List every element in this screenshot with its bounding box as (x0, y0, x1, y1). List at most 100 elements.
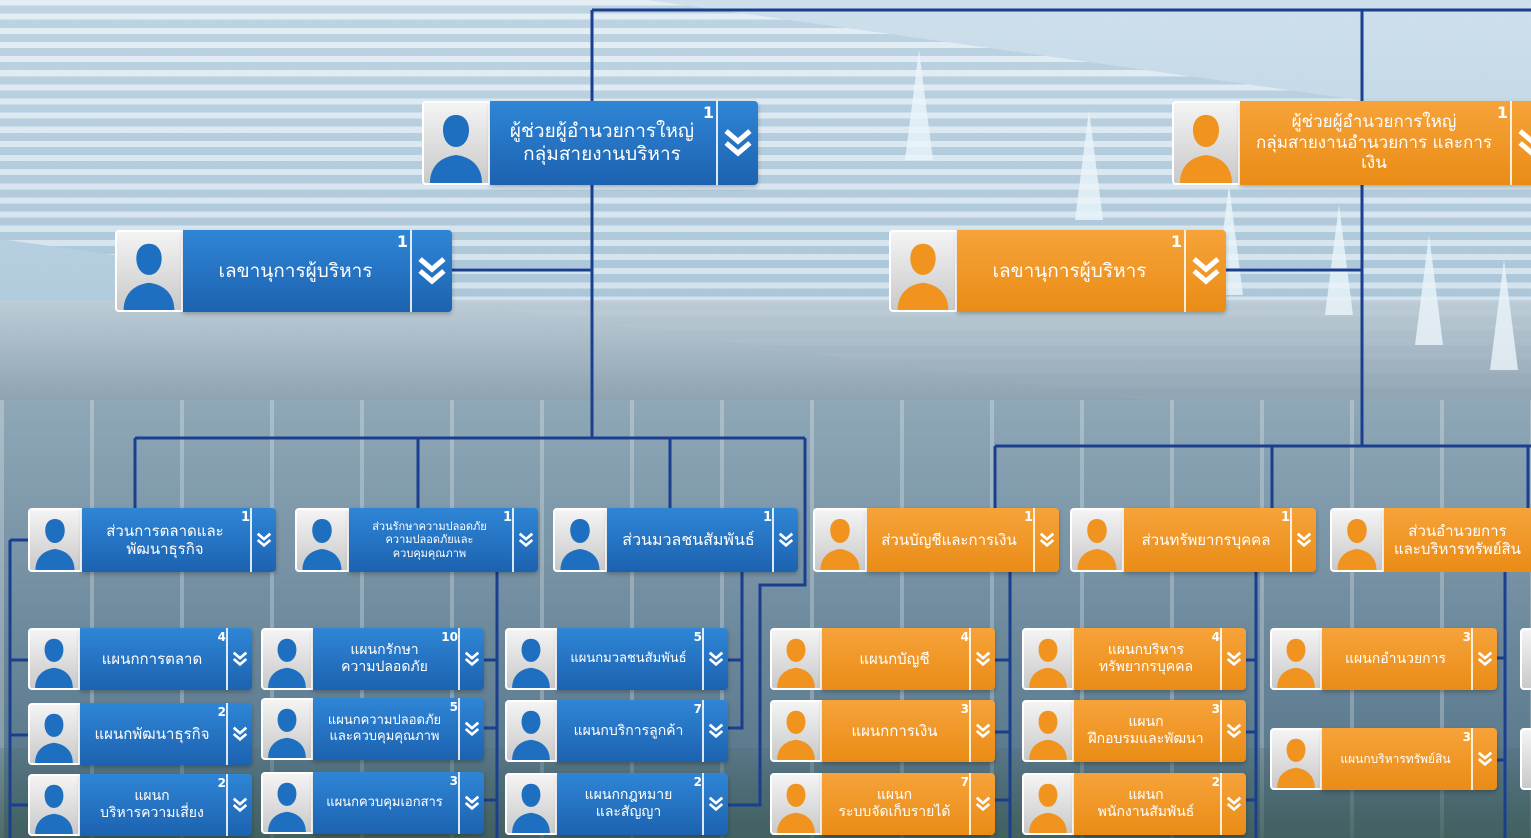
card-dept-document-control[interactable]: แผนกควบคุมเอกสาร 3 (261, 772, 484, 834)
person-avatar-icon (1022, 628, 1074, 690)
card-partial-right-1 (1520, 628, 1531, 690)
card-assistant-director-admin[interactable]: ผู้ช่วยผู้อำนวยการใหญ่กลุ่มสายงานบริหาร … (422, 101, 758, 185)
card-dept-customer-service[interactable]: แผนกบริการลูกค้า 7 (505, 700, 728, 762)
headcount-badge: 2 (217, 705, 226, 719)
headcount-badge: 1 (502, 510, 512, 525)
person-avatar-icon (813, 508, 867, 572)
card-dept-administration[interactable]: แผนกอำนวยการ 3 (1270, 628, 1497, 690)
card-division-community-relations[interactable]: ส่วนมวลชนสัมพันธ์ 1 (553, 508, 798, 572)
double-chevron-down-icon[interactable] (702, 628, 728, 690)
card-secretary-admin[interactable]: เลขานุการผู้บริหาร 1 (115, 230, 452, 312)
card-division-marketing[interactable]: ส่วนการตลาดและพัฒนาธุรกิจ 1 (28, 508, 276, 572)
card-dept-employee-relations[interactable]: แผนกพนักงานสัมพันธ์ 2 (1022, 773, 1246, 835)
person-avatar-icon (28, 508, 82, 572)
double-chevron-down-icon[interactable] (1184, 230, 1226, 312)
double-chevron-down-icon[interactable] (1290, 508, 1316, 572)
headcount-badge: 3 (1462, 630, 1471, 644)
person-avatar-icon (261, 698, 313, 760)
double-chevron-down-icon[interactable] (458, 772, 484, 834)
person-avatar-icon (28, 774, 80, 836)
card-dept-community-relations[interactable]: แผนกมวลชนสัมพันธ์ 5 (505, 628, 728, 690)
headcount-badge: 5 (449, 700, 458, 714)
double-chevron-down-icon[interactable] (226, 628, 252, 690)
person-avatar-icon (553, 508, 607, 572)
headcount-badge: 1 (702, 103, 714, 122)
double-chevron-down-icon[interactable] (702, 700, 728, 762)
double-chevron-down-icon[interactable] (1033, 508, 1059, 572)
card-division-administration-assets[interactable]: ส่วนอำนวยการและบริหารทรัพย์สิน (1330, 508, 1531, 572)
person-avatar-icon (1270, 728, 1322, 790)
person-avatar-icon (28, 703, 80, 765)
card-dept-marketing[interactable]: แผนกการตลาด 4 (28, 628, 252, 690)
double-chevron-down-icon[interactable] (772, 508, 798, 572)
person-avatar-icon (1330, 508, 1384, 572)
headcount-badge: 5 (693, 630, 702, 644)
headcount-badge: 1 (1280, 510, 1290, 525)
person-avatar-icon (1022, 773, 1074, 835)
person-avatar-icon (261, 628, 313, 690)
double-chevron-down-icon[interactable] (226, 774, 252, 836)
person-avatar-icon (115, 230, 183, 312)
card-dept-security-guard[interactable]: แผนกรักษาความปลอดภัย 10 (261, 628, 484, 690)
person-avatar-icon (1270, 628, 1322, 690)
card-dept-legal-contracts[interactable]: แผนกกฎหมายและสัญญา 2 (505, 773, 728, 835)
person-avatar-icon (889, 230, 957, 312)
double-chevron-down-icon[interactable] (410, 230, 452, 312)
person-avatar-icon (505, 628, 557, 690)
double-chevron-down-icon[interactable] (716, 101, 758, 185)
person-avatar-icon (1172, 101, 1240, 185)
headcount-badge: 7 (693, 702, 702, 716)
headcount-badge: 1 (1023, 510, 1033, 525)
headcount-badge: 2 (217, 776, 226, 790)
card-dept-training-development[interactable]: แผนกฝึกอบรมและพัฒนา 3 (1022, 700, 1246, 762)
double-chevron-down-icon[interactable] (458, 698, 484, 760)
double-chevron-down-icon[interactable] (702, 773, 728, 835)
card-division-accounting-finance[interactable]: ส่วนบัญชีและการเงิน 1 (813, 508, 1059, 572)
double-chevron-down-icon[interactable] (1471, 628, 1497, 690)
headcount-badge: 1 (1496, 103, 1508, 122)
double-chevron-down-icon[interactable] (1220, 628, 1246, 690)
card-division-security[interactable]: ส่วนรักษาความปลอดภัยความปลอดภัยและควบคุม… (295, 508, 538, 572)
headcount-badge: 4 (217, 630, 226, 644)
double-chevron-down-icon[interactable] (1471, 728, 1497, 790)
card-secretary-finance[interactable]: เลขานุการผู้บริหาร 1 (889, 230, 1226, 312)
double-chevron-down-icon[interactable] (458, 628, 484, 690)
headcount-badge: 3 (1211, 702, 1220, 716)
card-dept-safety-quality[interactable]: แผนกความปลอดภัยและควบคุมคุณภาพ 5 (261, 698, 484, 760)
headcount-badge: 2 (693, 775, 702, 789)
headcount-badge: 7 (960, 775, 969, 789)
person-avatar-icon (1070, 508, 1124, 572)
card-dept-business-development[interactable]: แผนกพัฒนาธุรกิจ 2 (28, 703, 252, 765)
headcount-badge: 4 (1211, 630, 1220, 644)
double-chevron-down-icon[interactable] (969, 700, 995, 762)
double-chevron-down-icon[interactable] (1510, 101, 1531, 185)
person-avatar-icon (770, 773, 822, 835)
card-dept-hr-management[interactable]: แผนกบริหารทรัพยากรบุคคล 4 (1022, 628, 1246, 690)
headcount-badge: 4 (960, 630, 969, 644)
headcount-badge: 1 (762, 510, 772, 525)
card-dept-accounting[interactable]: แผนกบัญชี 4 (770, 628, 995, 690)
double-chevron-down-icon[interactable] (1220, 700, 1246, 762)
double-chevron-down-icon[interactable] (969, 628, 995, 690)
headcount-badge: 1 (396, 232, 408, 251)
card-dept-asset-management[interactable]: แผนกบริหารทรัพย์สิน 3 (1270, 728, 1497, 790)
double-chevron-down-icon[interactable] (512, 508, 538, 572)
card-assistant-director-finance[interactable]: ผู้ช่วยผู้อำนวยการใหญ่กลุ่มสายงานอำนวยกา… (1172, 101, 1531, 185)
card-dept-finance[interactable]: แผนกการเงิน 3 (770, 700, 995, 762)
headcount-badge: 3 (449, 774, 458, 788)
double-chevron-down-icon[interactable] (969, 773, 995, 835)
headcount-badge: 10 (441, 630, 458, 644)
person-avatar-icon (1022, 700, 1074, 762)
person-avatar-icon (295, 508, 349, 572)
person-avatar-icon (505, 700, 557, 762)
double-chevron-down-icon[interactable] (1220, 773, 1246, 835)
double-chevron-down-icon[interactable] (226, 703, 252, 765)
headcount-badge: 1 (1170, 232, 1182, 251)
person-avatar-icon (770, 700, 822, 762)
headcount-badge: 2 (1211, 775, 1220, 789)
card-dept-risk-management[interactable]: แผนกบริหารความเสี่ยง 2 (28, 774, 252, 836)
card-dept-revenue-collection[interactable]: แผนกระบบจัดเก็บรายได้ 7 (770, 773, 995, 835)
card-division-human-resources[interactable]: ส่วนทรัพยากรบุคคล 1 (1070, 508, 1316, 572)
double-chevron-down-icon[interactable] (250, 508, 276, 572)
person-avatar-icon (505, 773, 557, 835)
